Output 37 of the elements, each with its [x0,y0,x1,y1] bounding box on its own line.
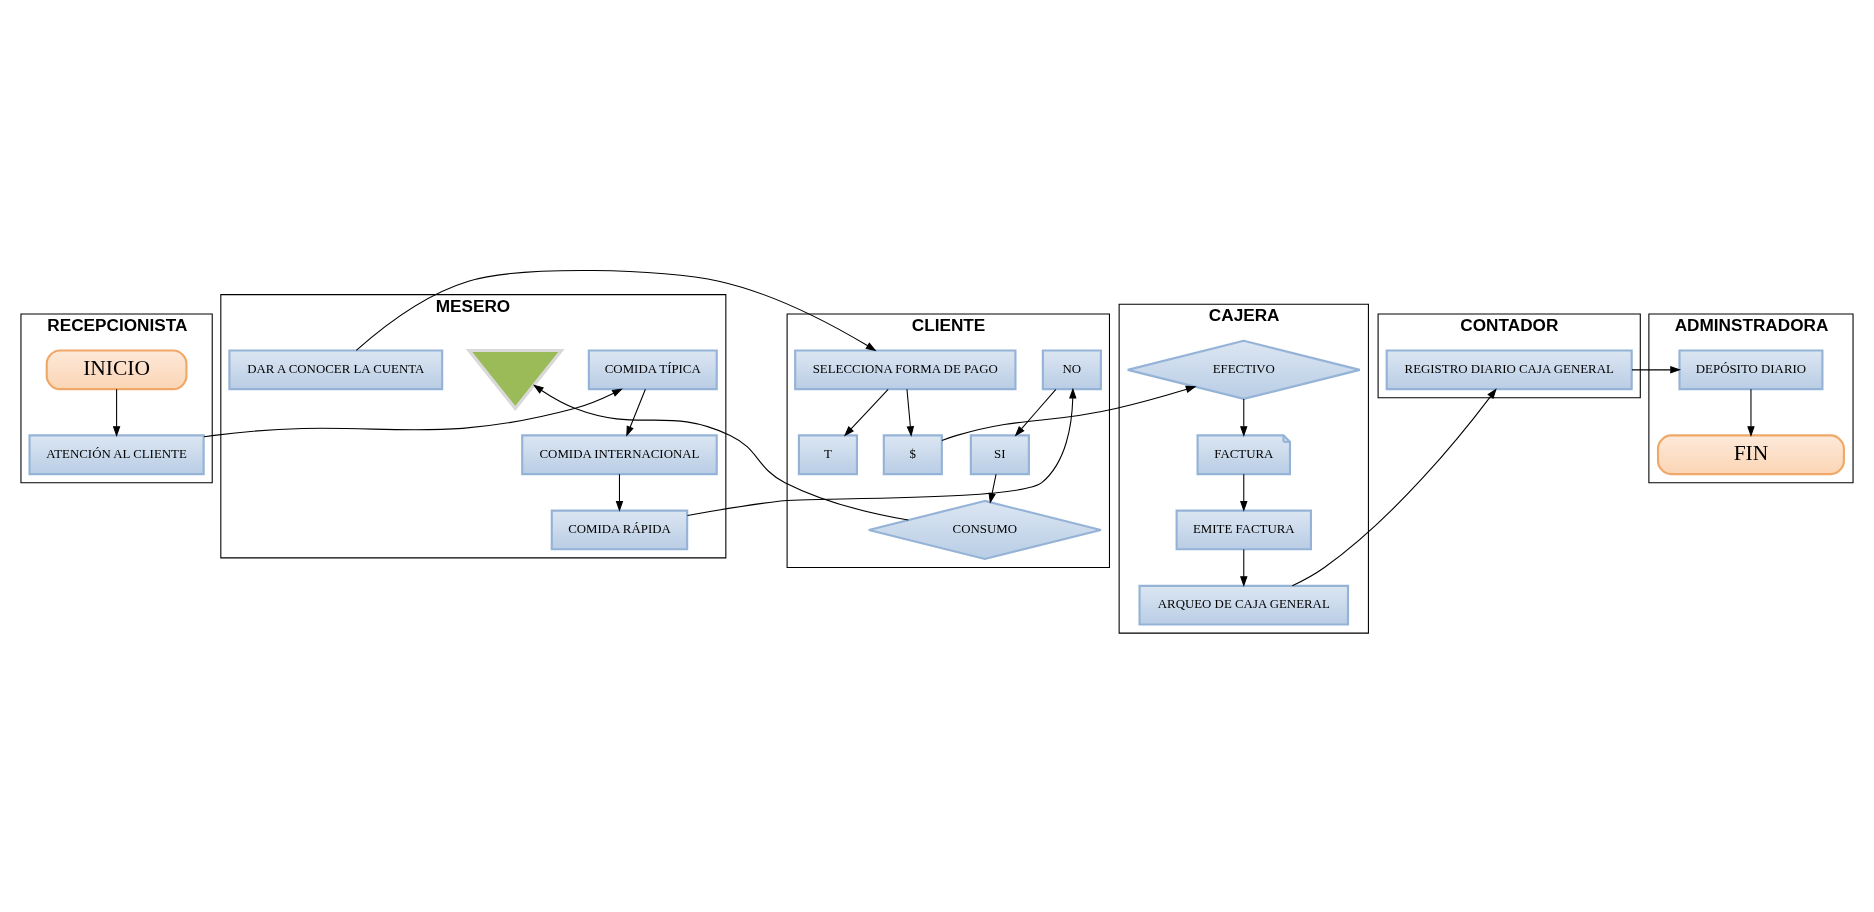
arrow [843,388,889,437]
arrow [112,388,121,437]
node-box: COMIDA INTERNACIONAL [521,434,718,476]
node-box: DAR A CONOCER LA CUENTA [228,349,444,391]
node-box: ARQUEO DE CAJA GENERAL [1138,584,1350,626]
arrow [532,384,909,521]
node-box: COMIDA RÁPIDA [550,509,689,551]
arrow [1631,366,1681,374]
arrow [615,473,624,512]
node-box: ATENCIÓN AL CLIENTE [28,434,205,476]
arrow [1291,388,1497,587]
node-diamond: EFECTIVO [1126,339,1361,400]
node-box: INICIO [45,349,188,391]
node-box: SELECCIONA FORMA DE PAGO [794,349,1017,391]
node-box: T [797,434,859,476]
arrow [1747,388,1755,437]
node-box: FIN [1656,434,1845,476]
node-box: $ [882,434,943,476]
arrow [1014,388,1057,437]
node-diamond: CONSUMO [867,499,1102,561]
arrow [906,388,915,437]
node-triangle [465,348,565,412]
arrow [686,387,1077,517]
node-box: REGISTRO DIARIO CAJA GENERAL [1385,349,1633,391]
node-box: DEPÓSITO DIARIO [1678,349,1824,391]
arrow [203,388,623,438]
arrow [1240,548,1248,588]
arrow [941,385,1197,442]
node-box: COMIDA TÍPICA [587,349,718,391]
node-box: SI [969,434,1030,476]
arrow [355,270,877,352]
node-box: NO [1041,349,1102,391]
node-box: EMITE FACTURA [1175,509,1312,551]
arrow [626,388,646,437]
arrow [1240,473,1248,512]
arrow [988,473,997,504]
arrow [1240,398,1248,437]
